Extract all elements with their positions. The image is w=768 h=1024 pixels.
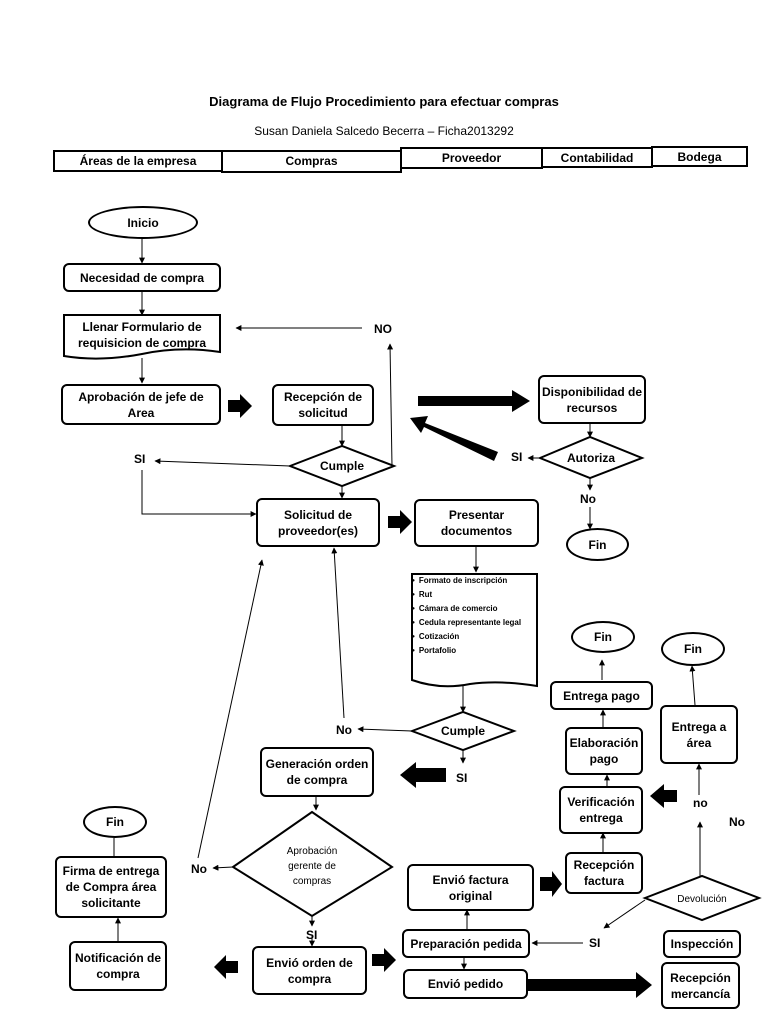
label-no-devolucion: no <box>693 796 708 810</box>
node-generacion-orden: Generación orden de compra <box>260 747 374 797</box>
decision-devolucion <box>642 874 762 922</box>
node-elaboracion-pago: Elaboración pago <box>565 727 643 775</box>
edge-cumple1-no <box>387 343 394 467</box>
lane-bodega: Bodega <box>651 146 748 167</box>
node-recepcion-mercancia: Recepción mercancía <box>661 962 740 1009</box>
decision-aprobacion-gerente-text: Aprobación gerente de compras <box>286 845 338 887</box>
block-arrow-pedido-mercancia <box>528 972 652 998</box>
end-fin4: Fin <box>661 632 725 666</box>
node-envio-orden: Envió orden de compra <box>252 946 367 995</box>
edge-si-solicitud <box>141 470 257 517</box>
end-fin3: Fin <box>571 621 635 653</box>
block-arrow-si-recepcion <box>410 416 498 461</box>
node-notificacion: Notificación de compra <box>69 941 167 991</box>
start-inicio: Inicio <box>88 206 198 239</box>
node-inspeccion: Inspección <box>663 930 741 958</box>
block-arrow-si-generacion <box>400 762 446 788</box>
edge-devolucion-si <box>603 899 646 929</box>
end-fin1: Fin <box>566 528 629 561</box>
block-arrow-orden-preparacion <box>372 948 396 972</box>
document-formulario <box>63 314 221 360</box>
block-arrow-envio-notificacion <box>214 955 238 979</box>
node-recepcion-solicitud: Recepción de solicitud <box>272 384 374 426</box>
label-no-cumple2: No <box>336 723 352 737</box>
label-no-formulario: NO <box>374 322 392 336</box>
node-formulario-text: Llenar Formulario de requisicion de comp… <box>77 320 207 350</box>
label-no-gerente: No <box>191 862 207 876</box>
edge-no-solicitud <box>331 547 345 719</box>
decision-autoriza-text: Autoriza <box>567 451 615 465</box>
doc-item: Cedula representante legal <box>412 616 536 630</box>
author-line: Susan Daniela Salcedo Becerra – Ficha201… <box>254 124 514 138</box>
label-si-autoriza: SI <box>511 450 523 464</box>
node-solicitud-proveedor: Solicitud de proveedor(es) <box>256 498 380 547</box>
decision-devolucion-text: Devolución <box>677 893 727 905</box>
node-recepcion-factura: Recepción factura <box>565 852 643 894</box>
label-si-cumple2: SI <box>456 771 468 785</box>
node-firma-entrega: Firma de entrega de Compra área solicita… <box>55 856 167 918</box>
label-no-autoriza: No <box>580 492 596 506</box>
decision-cumple2-text: Cumple <box>440 724 485 738</box>
end-fin2: Fin <box>83 806 147 838</box>
block-arrow-factura-recepcion <box>540 871 562 897</box>
edge-entregaarea-fin4 <box>689 665 696 706</box>
decision-cumple1-text: Cumple <box>319 459 364 473</box>
node-disponibilidad: Disponibilidad de recursos <box>538 375 646 424</box>
node-entrega-area: Entrega a área <box>660 705 738 764</box>
node-aprobacion-jefe: Aprobación de jefe de Area <box>61 384 221 425</box>
node-verificacion: Verificación entrega <box>559 786 643 834</box>
doc-item: Cámara de comercio <box>412 602 536 616</box>
decision-cumple1 <box>287 444 397 488</box>
lane-proveedor: Proveedor <box>400 147 543 169</box>
node-presentar-documentos: Presentar documentos <box>414 499 539 547</box>
label-si-cumple1: SI <box>134 452 146 466</box>
node-necesidad: Necesidad de compra <box>63 263 221 292</box>
block-arrow-aprobacion-recepcion <box>228 394 252 418</box>
edge-cumple1-si <box>154 458 291 467</box>
node-envio-factura: Envió factura original <box>407 864 534 911</box>
edge-no-solicitud2 <box>197 559 264 859</box>
edge-cumple2-no <box>357 726 413 733</box>
doc-item: Portafolio <box>412 644 536 658</box>
doc-item: Cotización <box>412 630 536 644</box>
doc-item: Rut <box>412 588 536 602</box>
document-list-items: Formato de inscripción Rut Cámara de com… <box>412 574 536 658</box>
label-no-extra: No <box>729 815 745 829</box>
decision-autoriza <box>537 435 645 480</box>
diagram-title: Diagrama de Flujo Procedimiento para efe… <box>209 94 559 109</box>
decision-cumple2 <box>409 710 517 752</box>
edge-gerente-no <box>212 864 234 871</box>
node-preparacion-pedida: Preparación pedida <box>402 929 530 958</box>
decision-aprobacion-gerente <box>231 810 394 918</box>
lane-contabilidad: Contabilidad <box>541 147 653 168</box>
label-si-gerente: SI <box>306 928 318 942</box>
label-si-devolucion: SI <box>589 936 601 950</box>
doc-item: Formato de inscripción <box>412 574 536 588</box>
node-envio-pedido: Envió pedido <box>403 969 528 999</box>
block-arrow-no-verificacion <box>650 784 677 808</box>
block-arrow-recepcion-disponibilidad <box>418 390 530 412</box>
block-arrow-solicitud-presentar <box>388 510 412 534</box>
node-entrega-pago: Entrega pago <box>550 681 653 710</box>
